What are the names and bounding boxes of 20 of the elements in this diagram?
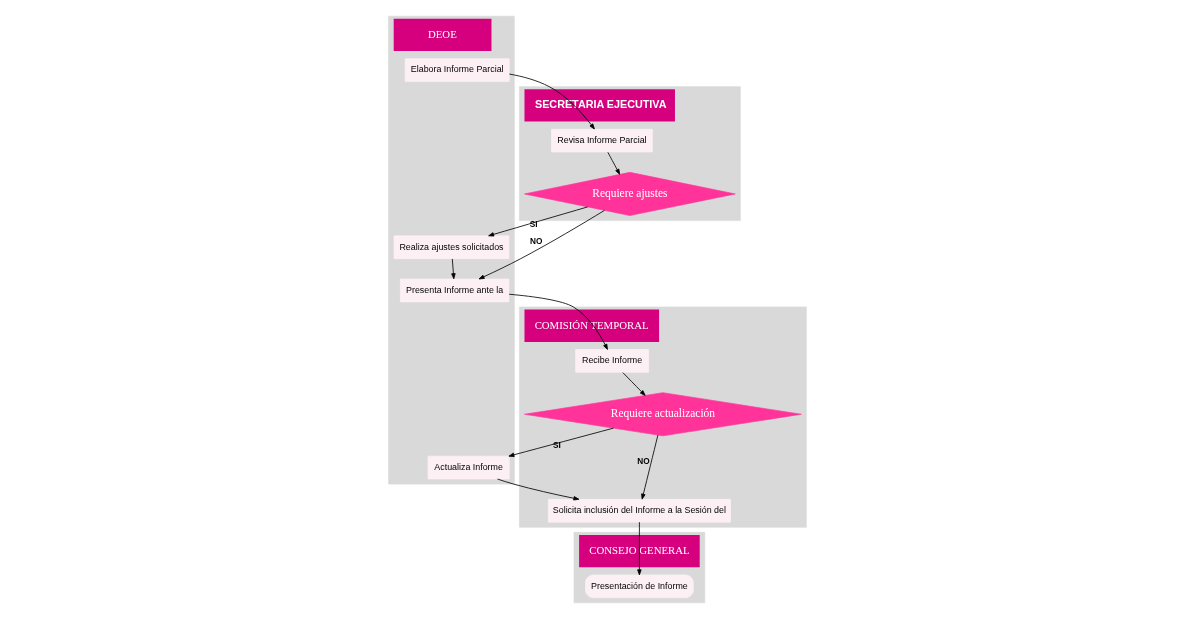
arrow xyxy=(487,206,588,237)
node-box: Presentación de Informe xyxy=(584,574,694,599)
arrow xyxy=(508,427,614,457)
node-diamond: Requiere ajustes xyxy=(523,172,736,216)
arrow xyxy=(636,521,642,576)
node-box: Recibe Informe xyxy=(574,349,649,373)
arrow xyxy=(640,434,658,500)
arrow xyxy=(621,372,646,396)
arrow xyxy=(450,258,456,280)
node-box: Revisa Informe Parcial xyxy=(550,128,653,153)
arrow xyxy=(508,73,595,130)
node-box: Actualiza Informe xyxy=(427,455,510,480)
arrow xyxy=(478,210,605,280)
node-box: Elabora Informe Parcial xyxy=(404,58,510,82)
arrow xyxy=(606,151,620,175)
node-box: Realiza ajustes solicitados xyxy=(393,235,509,260)
node-box: Presenta Informe ante la xyxy=(399,278,509,303)
node-box: Solicita inclusión del Informe a la Sesión del xyxy=(547,499,731,523)
arrow xyxy=(496,478,579,501)
arrow xyxy=(508,293,608,350)
